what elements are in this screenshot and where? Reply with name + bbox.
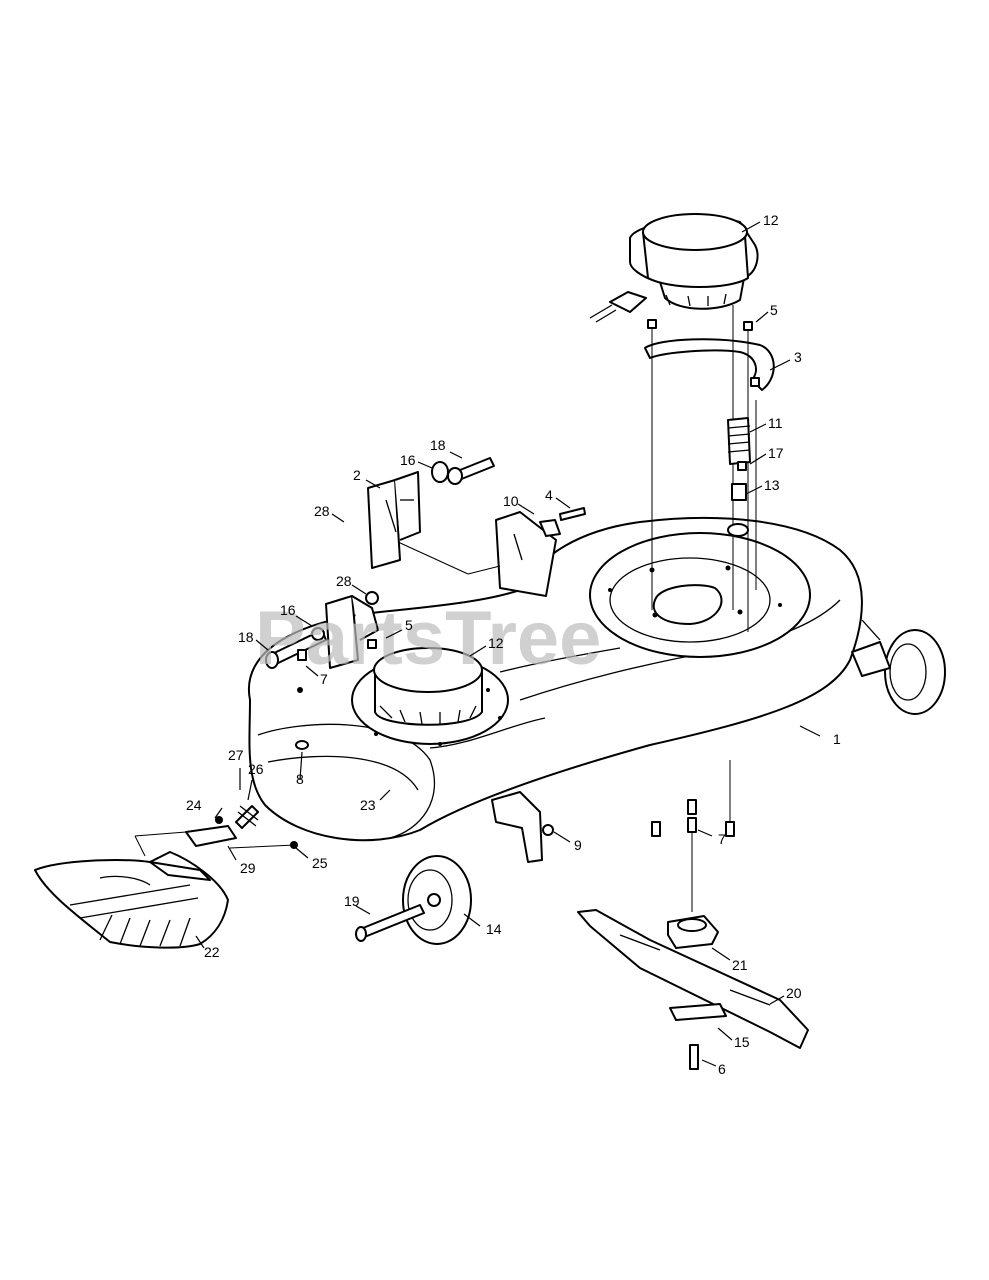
front-left-wheel xyxy=(355,855,472,945)
callout-27: 27 xyxy=(228,747,244,763)
chute-hinge-parts xyxy=(134,805,298,857)
callout-8: 8 xyxy=(296,771,304,787)
callout-15: 15 xyxy=(734,1034,750,1050)
left-deck-bracket xyxy=(367,471,421,569)
callout-20: 20 xyxy=(786,985,802,1001)
callout-12-upper: 12 xyxy=(763,212,779,228)
callout-labels: 12 5 3 11 17 13 18 16 2 10 4 28 28 16 5 … xyxy=(186,212,841,1077)
callout-12-lower: 12 xyxy=(488,635,504,651)
callout-1: 1 xyxy=(833,731,841,747)
underside-bolts xyxy=(651,760,735,912)
callout-24: 24 xyxy=(186,797,202,813)
callout-5-upper: 5 xyxy=(770,302,778,318)
callout-28-upper: 28 xyxy=(314,503,330,519)
wheel-bracket xyxy=(491,791,543,863)
callout-29: 29 xyxy=(240,860,256,876)
callout-6: 6 xyxy=(718,1061,726,1077)
watermark-text: PartsTree xyxy=(255,596,601,681)
spindle-gasket xyxy=(644,338,775,391)
callout-22: 22 xyxy=(204,944,220,960)
callout-21: 21 xyxy=(732,957,748,973)
callout-16-upper: 16 xyxy=(400,452,416,468)
callout-10: 10 xyxy=(503,493,519,509)
right-spindle-assembly xyxy=(589,213,759,323)
spindle-hardware xyxy=(647,319,760,537)
callout-3: 3 xyxy=(794,349,802,365)
callout-13: 13 xyxy=(764,477,780,493)
callout-16-lower: 16 xyxy=(280,602,296,618)
callout-2: 2 xyxy=(353,467,361,483)
discharge-chute xyxy=(34,851,229,949)
bracket-bolt-upper xyxy=(431,457,495,485)
callout-17: 17 xyxy=(768,445,784,461)
callout-7-upper: 7 xyxy=(320,671,328,687)
wheel-bracket-nut xyxy=(542,824,554,836)
callout-26: 26 xyxy=(248,761,264,777)
callout-18-upper: 18 xyxy=(430,437,446,453)
callout-4: 4 xyxy=(545,487,553,503)
callout-19: 19 xyxy=(344,893,360,909)
callout-25: 25 xyxy=(312,855,328,871)
blade-assembly xyxy=(577,909,809,1070)
rear-right-wheel xyxy=(851,619,946,715)
callout-11: 11 xyxy=(768,415,783,431)
callout-23: 23 xyxy=(360,797,376,813)
callout-5-lower: 5 xyxy=(405,617,413,633)
callout-9: 9 xyxy=(574,837,582,853)
left-spindle-assembly xyxy=(351,647,509,746)
right-spindle-well xyxy=(589,532,811,658)
callout-28-lower: 28 xyxy=(336,573,352,589)
callout-7-lower: 7 xyxy=(718,831,726,847)
front-bracket-assembly xyxy=(265,591,379,750)
callout-leaders xyxy=(195,221,821,1067)
callout-18-lower: 18 xyxy=(238,629,254,645)
right-deck-bracket xyxy=(397,507,586,597)
callout-14: 14 xyxy=(486,921,502,937)
